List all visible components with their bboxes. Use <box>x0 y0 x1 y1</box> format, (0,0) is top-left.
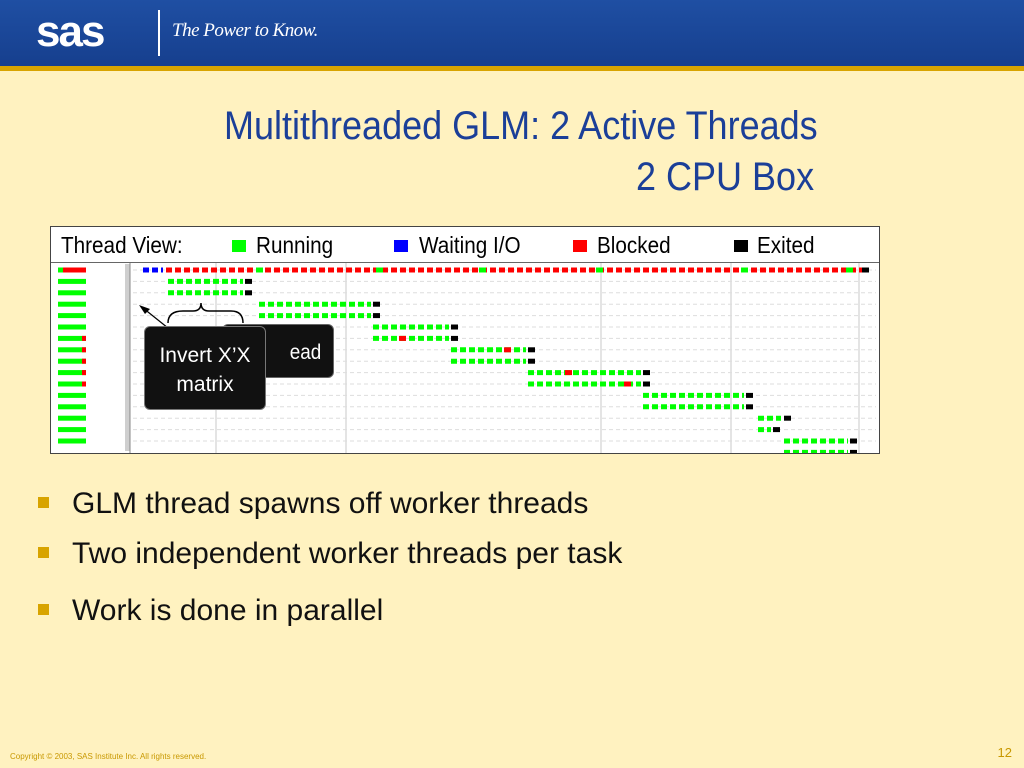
running-swatch-icon <box>232 240 246 252</box>
legend-exited: Exited <box>757 232 815 258</box>
thread-marker <box>58 438 86 444</box>
blocked-marker <box>624 381 631 387</box>
legend-running: Running <box>256 232 334 258</box>
blocked-marker <box>565 370 572 376</box>
exit-marker <box>746 404 753 410</box>
exit-marker <box>451 324 458 330</box>
thread-marker-blocked <box>82 335 86 341</box>
running-marker <box>256 267 263 273</box>
panel-splitter <box>125 264 130 451</box>
square-bullet-icon <box>38 547 49 558</box>
thread-callout-text: ead <box>289 341 322 364</box>
thread-marker-blocked <box>82 370 86 376</box>
thread-marker-blocked <box>63 267 86 273</box>
callout-line-1: Invert X’X <box>159 344 251 367</box>
callout-line-2: matrix <box>176 373 234 396</box>
thread-marker <box>58 301 86 307</box>
thread-marker-blocked <box>82 358 86 364</box>
thread-marker <box>58 347 86 353</box>
bullet-item: GLM thread spawns off worker threads <box>38 487 998 527</box>
exit-marker <box>746 392 753 398</box>
thread-marker <box>58 381 86 387</box>
blocked-swatch-icon <box>573 240 587 252</box>
legend-heading: Thread View: <box>61 232 183 258</box>
thread-marker <box>58 313 86 319</box>
thread-marker <box>58 370 86 376</box>
exit-marker <box>643 381 650 387</box>
exit-marker <box>862 267 869 273</box>
exit-marker <box>528 358 535 364</box>
bullet-text: GLM thread spawns off worker threads <box>72 487 589 520</box>
page-number: 12 <box>997 745 1012 760</box>
thread-marker <box>58 427 86 433</box>
exit-marker <box>373 301 380 307</box>
thread-timeline-chart <box>53 263 876 453</box>
blocked-marker <box>399 335 406 341</box>
thread-marker-blocked <box>82 347 86 353</box>
slide-title: Multithreaded GLM: 2 Active Threads <box>224 104 818 148</box>
thread-marker-blocked <box>82 381 86 387</box>
copyright-notice: Copyright © 2003, SAS Institute Inc. All… <box>10 752 207 761</box>
running-marker <box>596 267 603 273</box>
waiting-swatch-icon <box>394 240 408 252</box>
thread-marker <box>58 415 86 421</box>
legend-blocked: Blocked <box>597 232 671 258</box>
slide-subtitle: 2 CPU Box <box>636 155 815 199</box>
exit-marker <box>773 427 780 433</box>
square-bullet-icon <box>38 604 49 615</box>
bullet-text: Two independent worker threads per task <box>72 537 623 570</box>
running-marker <box>479 267 486 273</box>
bullet-item: Two independent worker threads per task <box>38 537 998 577</box>
bullet-text: Work is done in parallel <box>72 594 384 627</box>
exit-marker <box>373 313 380 319</box>
exit-marker <box>245 290 252 296</box>
thread-marker <box>58 324 86 330</box>
invert-matrix-callout: Invert X’X matrix <box>144 326 266 410</box>
exit-marker <box>784 415 791 421</box>
exit-marker <box>643 370 650 376</box>
thread-marker <box>58 290 86 296</box>
invert-matrix-callout-text: Invert X’X matrix <box>145 341 265 399</box>
annotation-bracket <box>167 302 244 324</box>
thread-legend: Thread View: Running Waiting I/O Blocked… <box>51 227 879 263</box>
arrow-head-icon <box>139 305 150 314</box>
thread-marker <box>58 392 86 398</box>
header-accent-line <box>0 66 1024 71</box>
exit-marker <box>850 449 857 453</box>
exit-marker <box>451 335 458 341</box>
bullet-item: Work is done in parallel <box>38 594 998 634</box>
thread-marker <box>58 358 86 364</box>
thread-marker <box>58 278 86 284</box>
thread-marker <box>58 404 86 410</box>
sas-logo: sas <box>36 7 105 56</box>
running-marker <box>741 267 748 273</box>
running-marker <box>376 267 383 273</box>
blocked-marker <box>504 347 511 353</box>
exit-marker <box>528 347 535 353</box>
tagline: The Power to Know. <box>172 20 318 41</box>
exit-marker <box>850 438 857 444</box>
thread-marker <box>58 335 86 341</box>
running-marker <box>846 267 853 273</box>
header-banner: sas The Power to Know. <box>0 0 1024 66</box>
legend-waiting: Waiting I/O <box>419 232 521 258</box>
square-bullet-icon <box>38 497 49 508</box>
exited-swatch-icon <box>734 240 748 252</box>
logo-divider <box>158 10 160 56</box>
exit-marker <box>245 278 252 284</box>
